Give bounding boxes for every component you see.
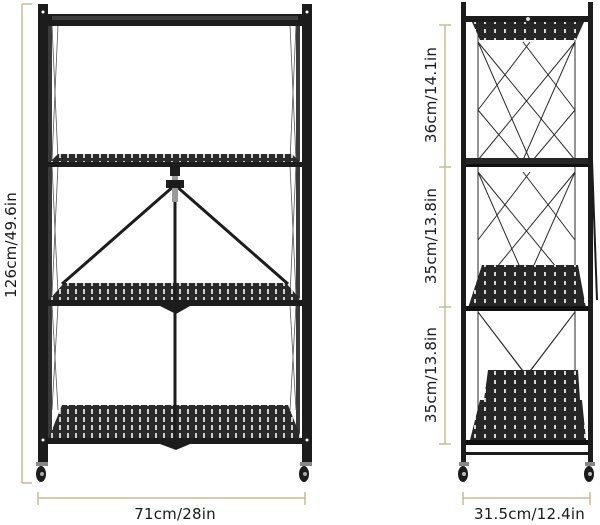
height-dimension-line — [21, 3, 32, 484]
width-label: 71cm/28in — [134, 505, 216, 523]
section-label-bottom: 35cm/13.8in — [422, 326, 440, 424]
caster-wheel-icon — [584, 462, 595, 482]
side-shelf-2 — [466, 158, 588, 167]
caster-wheel-icon — [36, 462, 48, 482]
caster-wheel-icon — [299, 462, 312, 482]
front-shelf-2 — [48, 154, 302, 167]
front-shelf-1 — [48, 14, 302, 26]
depth-label: 31.5cm/12.4in — [474, 505, 585, 523]
height-label: 126cm/49.6in — [2, 191, 20, 299]
side-shelf-4 — [466, 370, 588, 455]
width-dimension-line — [37, 492, 306, 505]
side-shelf-3 — [466, 265, 588, 311]
side-shelf-1 — [466, 16, 588, 40]
front-posts — [38, 4, 312, 466]
caster-wheel-icon — [458, 462, 469, 482]
section-label-middle: 35cm/13.8in — [422, 187, 440, 285]
section-dimension-lines — [439, 24, 451, 445]
section-label-top: 36cm/14.1in — [422, 46, 440, 144]
front-view-shelf — [21, 3, 312, 505]
side-view-shelf — [439, 2, 598, 505]
folding-support — [61, 166, 289, 440]
depth-dimension-line — [462, 492, 591, 505]
